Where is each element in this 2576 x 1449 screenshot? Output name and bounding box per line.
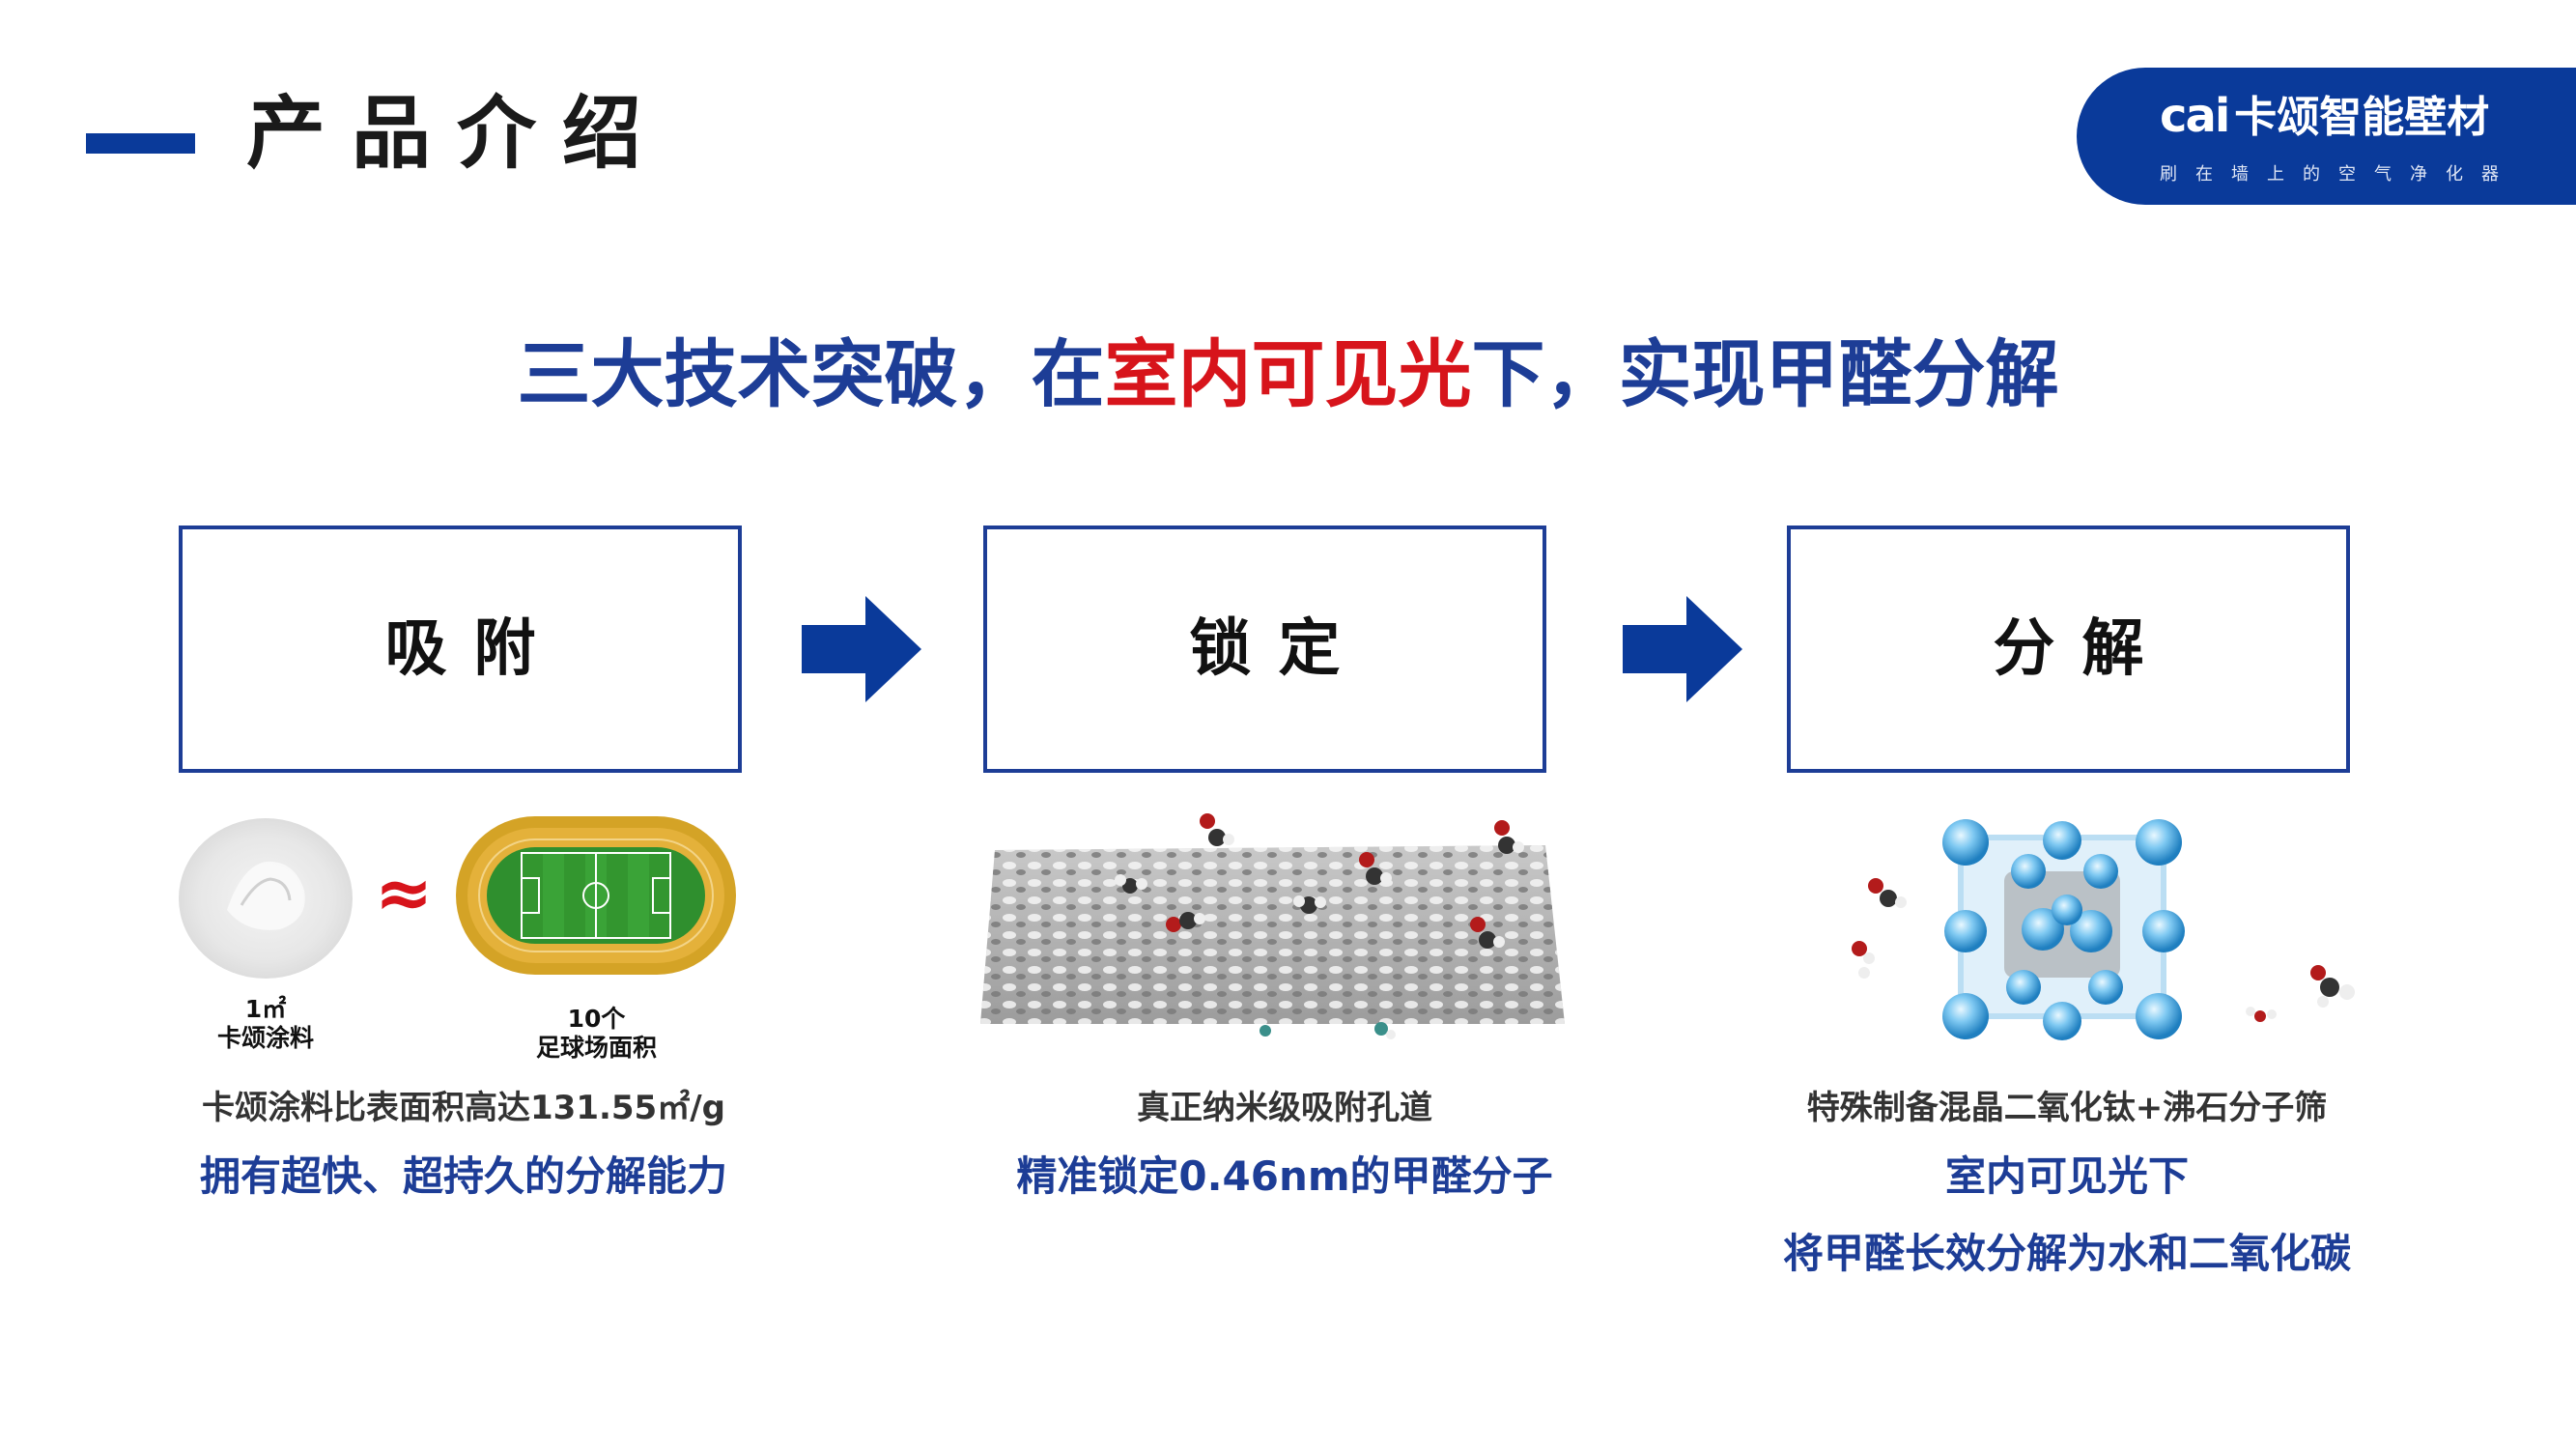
headline-part1: 三大技术突破，在 [517, 331, 1105, 417]
brand-mark: cai [2160, 89, 2230, 143]
adsorb-highlight: 拥有超快、超持久的分解能力 [199, 1152, 727, 1200]
formaldehyde-molecule [1359, 852, 1392, 885]
field-label-line2: 足球场面积 [535, 1034, 657, 1062]
powder-label-line1: 1㎡ [244, 995, 287, 1023]
step-box-lock: 锁定 [983, 526, 1546, 773]
field-label: 10个 足球场面积 [502, 1005, 691, 1063]
adsorb-caption: 卡颂涂料比表面积高达131.55㎡/g [202, 1089, 725, 1127]
powder-label: 1㎡ 卡颂涂料 [184, 995, 348, 1053]
headline-part2: 下，实现甲醛分解 [1471, 331, 2059, 417]
decompose-highlight-line1: 室内可见光下 [1944, 1152, 2189, 1200]
headline: 三大技术突破，在室内可见光下，实现甲醛分解 [0, 338, 2576, 412]
formaldehyde-molecule [1293, 895, 1326, 914]
powder-image [179, 818, 353, 979]
step-label-lock: 锁定 [1189, 613, 1368, 685]
powder-label-line2: 卡颂涂料 [216, 1024, 314, 1052]
formaldehyde-molecule [1200, 813, 1234, 846]
crystal-nodes [1942, 819, 2185, 1040]
step-box-decompose: 分解 [1787, 526, 2350, 773]
formaldehyde-molecule [2310, 965, 2355, 1008]
brand-name: 卡颂智能壁材 [2234, 93, 2490, 142]
formaldehyde-molecule [1115, 874, 1147, 894]
lock-highlight: 精准锁定0.46nm的甲醛分子 [1016, 1152, 1553, 1200]
arrow-right-icon [802, 596, 921, 702]
formaldehyde-molecule [1470, 917, 1505, 949]
field-label-line1: 10个 [567, 1005, 626, 1033]
brand-tagline: 刷在墙上的空气净化器 [2160, 164, 2517, 185]
field [521, 852, 671, 939]
decompose-highlight-line2: 将甲醛长效分解为水和二氧化碳 [1782, 1230, 2351, 1277]
formaldehyde-molecule [1852, 941, 1875, 979]
formaldehyde-molecule [1166, 912, 1205, 932]
approx-symbol: ≈ [375, 852, 434, 933]
arrow-right-icon [1623, 596, 1742, 702]
formaldehyde-molecule [1868, 878, 1907, 908]
title-accent-bar [86, 133, 195, 154]
molecule [1260, 1022, 1396, 1039]
formaldehyde-molecule [1494, 820, 1524, 854]
step-box-adsorb: 吸附 [179, 526, 742, 773]
porous-surface-image [980, 813, 1565, 1039]
step-label-adsorb: 吸附 [384, 613, 563, 685]
headline-highlight: 室内可见光 [1104, 331, 1472, 417]
crystal-cube-image [1852, 819, 2355, 1040]
step-label-decompose: 分解 [1993, 613, 2171, 685]
page-title: 产品介绍 [246, 88, 668, 180]
lock-caption: 真正纳米级吸附孔道 [1137, 1089, 1432, 1127]
water-molecule [2246, 1007, 2277, 1022]
brand-logo-badge [2077, 68, 2576, 205]
decompose-caption: 特殊制备混晶二氧化钛+沸石分子筛 [1806, 1089, 2328, 1127]
stadium-image [456, 816, 736, 975]
